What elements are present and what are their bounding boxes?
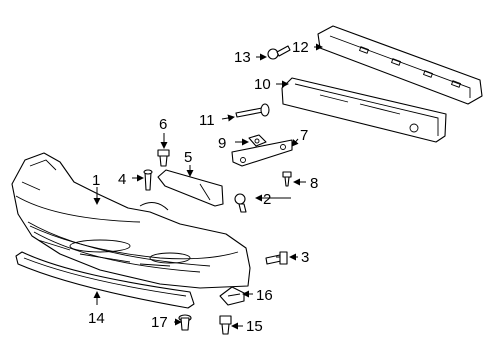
- guide-bracket-part: [157, 169, 224, 207]
- leader-lines: [93, 43, 323, 330]
- callout-7: 7: [300, 127, 308, 144]
- callout-11: 11: [199, 112, 215, 129]
- push-retainer-part: [178, 314, 192, 331]
- clip-16-part: [219, 286, 245, 306]
- callout-13: 13: [234, 49, 251, 66]
- deflector-part: [15, 251, 195, 309]
- callout-17: 17: [151, 314, 168, 331]
- bolt-3-part: [265, 251, 288, 265]
- bolt-15-part: [219, 315, 232, 335]
- callout-2: 2: [263, 191, 271, 208]
- bolt-part: [267, 45, 291, 60]
- stud-part: [143, 169, 153, 191]
- screw-8-part: [282, 171, 292, 187]
- callout-10: 10: [254, 76, 271, 93]
- bumper-cover-part: [11, 152, 251, 289]
- callout-4: 4: [118, 171, 126, 188]
- callout-3: 3: [301, 249, 309, 266]
- callout-16: 16: [256, 287, 273, 304]
- push-pin-part: [235, 103, 270, 118]
- callout-5: 5: [184, 149, 192, 166]
- callout-6: 6: [159, 116, 167, 133]
- callout-12: 12: [292, 39, 309, 56]
- bracket-part: [231, 139, 293, 167]
- energy-absorber-part: [281, 77, 447, 143]
- screw-2-part: [234, 193, 247, 213]
- callout-9: 9: [218, 135, 226, 152]
- callout-1: 1: [92, 172, 100, 189]
- callout-15: 15: [246, 318, 263, 335]
- callout-14: 14: [88, 310, 105, 327]
- callout-8: 8: [310, 175, 318, 192]
- clip-part: [248, 134, 267, 147]
- bolt-6-part: [157, 149, 170, 167]
